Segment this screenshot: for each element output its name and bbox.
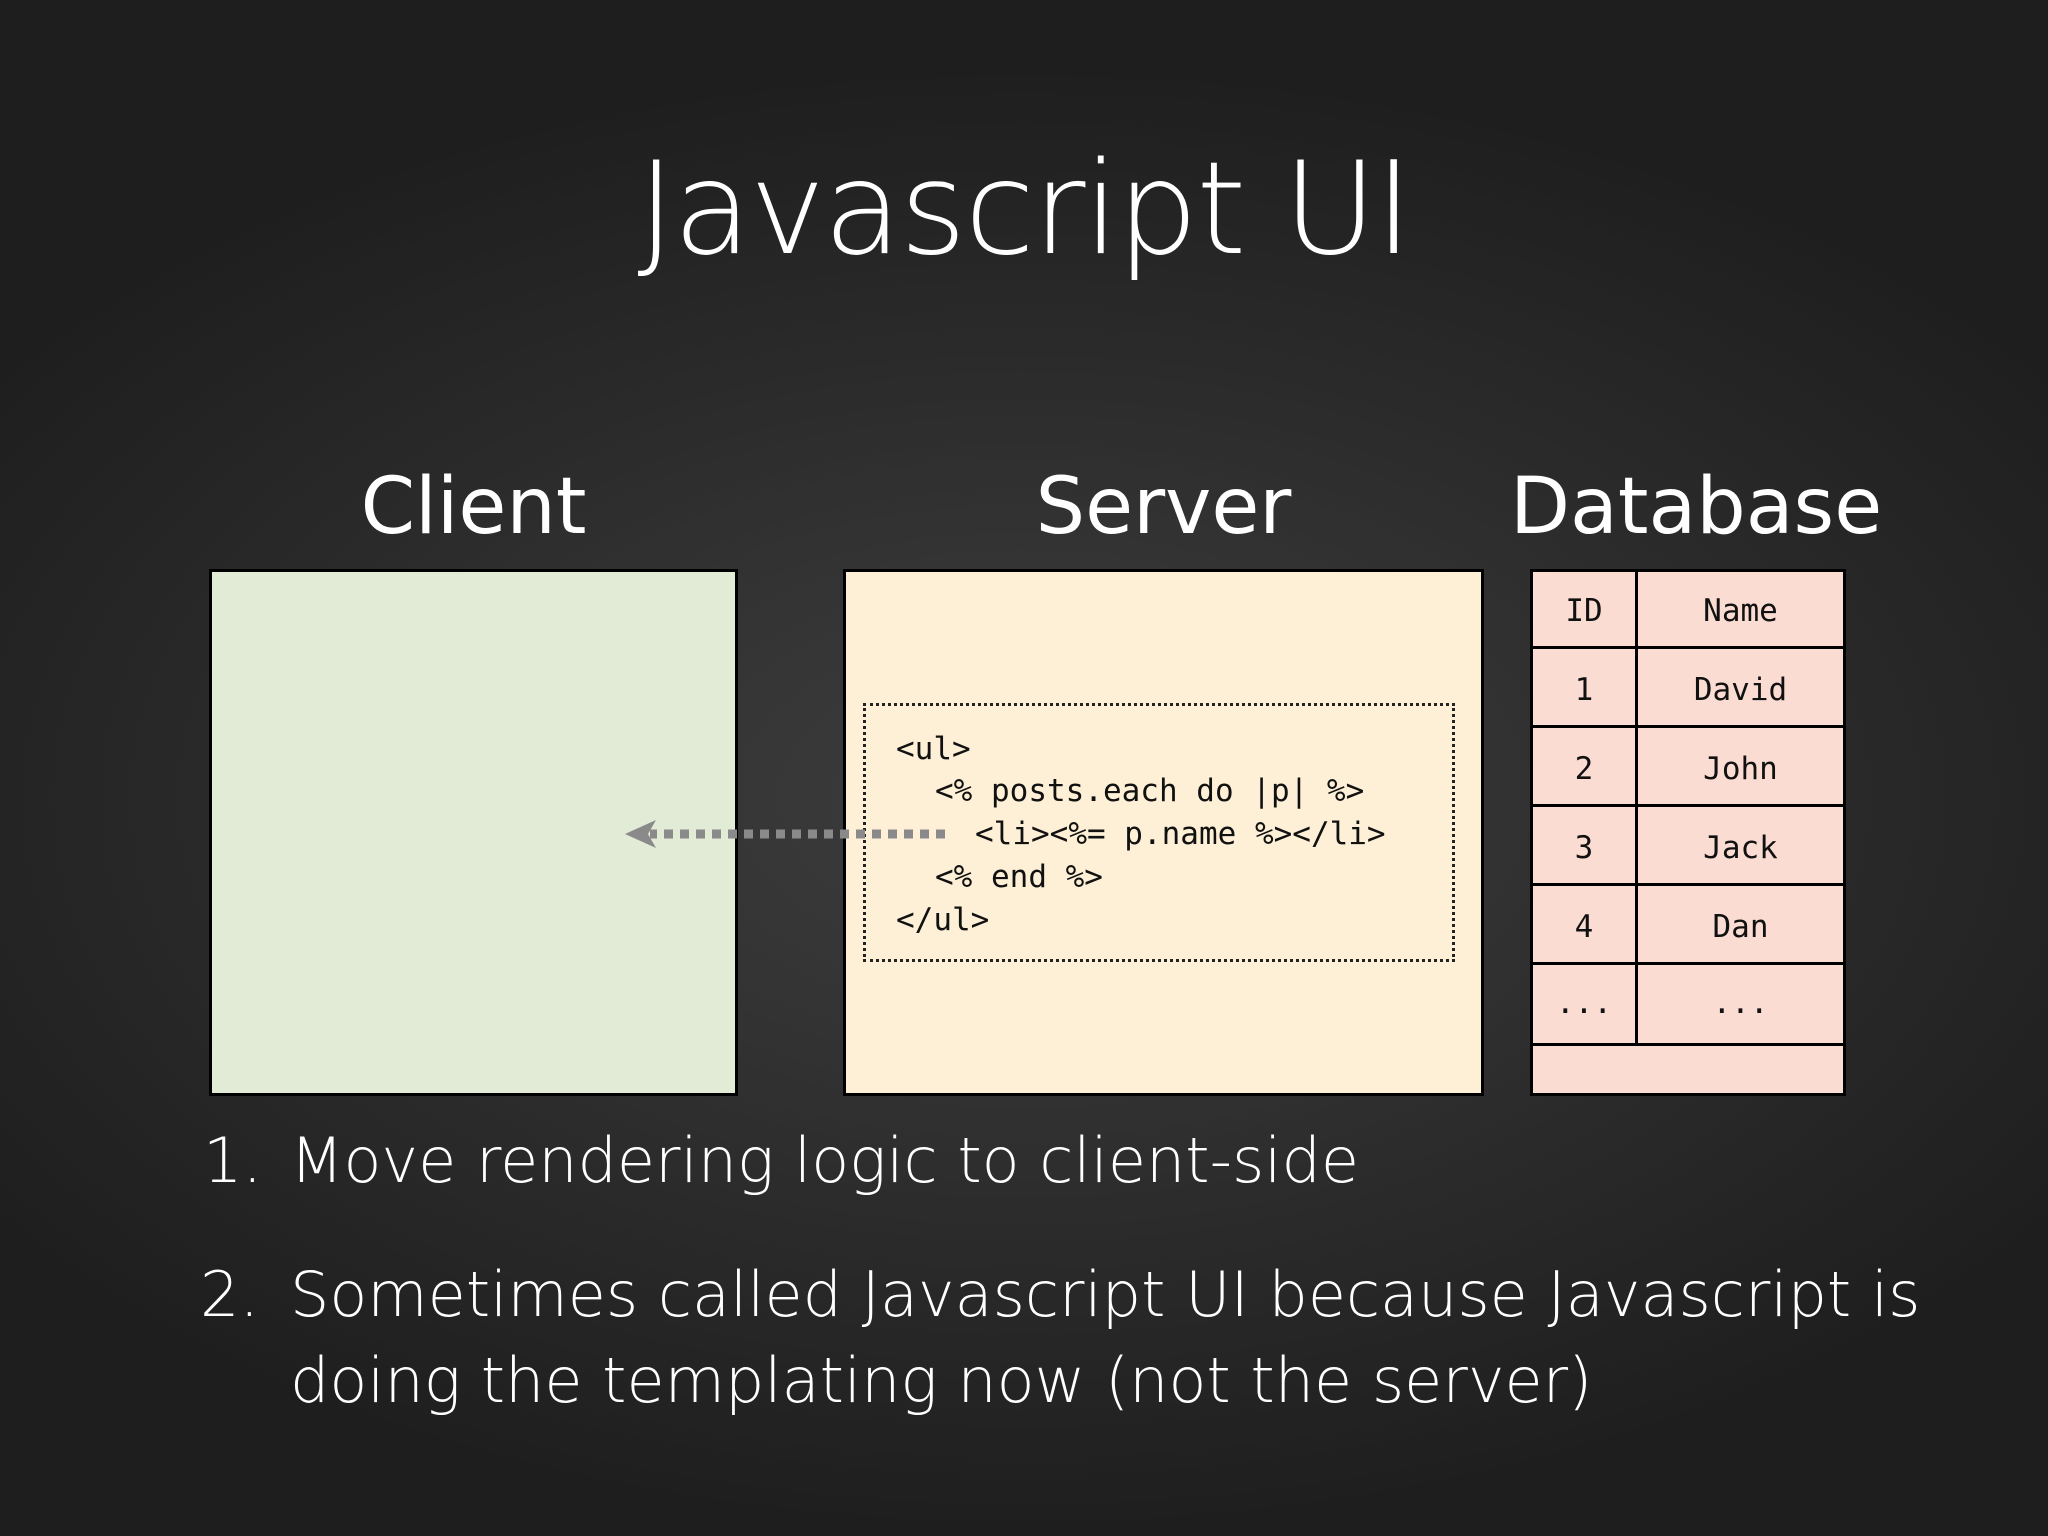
db-cell-name: David xyxy=(1693,672,1788,708)
db-cell-name: John xyxy=(1703,751,1778,787)
point-text: Move rendering logic to client-side xyxy=(290,1124,1359,1197)
db-cell-name: Dan xyxy=(1712,909,1769,945)
point-text: doing the templating now (not the server… xyxy=(290,1344,1593,1417)
point-text: Sometimes called Javascript UI because J… xyxy=(290,1258,1921,1331)
db-cell-name: ... xyxy=(1712,985,1769,1021)
db-cell-id: 3 xyxy=(1574,830,1594,866)
db-cell-id: ... xyxy=(1556,985,1612,1021)
db-cell-id: 1 xyxy=(1574,672,1594,708)
dotted-arrow-to-client xyxy=(625,820,945,848)
template-line: <ul> xyxy=(896,731,971,767)
point-number: 2. xyxy=(200,1258,260,1331)
arrow-head xyxy=(625,820,656,848)
template-line: <% posts.each do |p| %> xyxy=(935,773,1365,809)
database-heading: Database xyxy=(1510,462,1883,552)
database-column-divider xyxy=(1635,569,1638,1046)
database-row-divider xyxy=(1530,725,1846,728)
point-number: 1. xyxy=(203,1124,263,1197)
db-header-id: ID xyxy=(1565,593,1603,629)
template-line: <% end %> xyxy=(935,859,1103,895)
database-row-divider xyxy=(1530,883,1846,886)
database-table xyxy=(1530,569,1846,1096)
database-row-divider xyxy=(1530,962,1846,965)
client-heading: Client xyxy=(360,462,587,552)
template-line: </ul> xyxy=(896,902,990,938)
database-row-divider xyxy=(1530,646,1846,649)
database-row-divider xyxy=(1530,804,1846,807)
database-row-divider xyxy=(1530,1043,1846,1046)
db-cell-id: 2 xyxy=(1574,751,1594,787)
slide-title: Javascript UI xyxy=(637,135,1412,284)
server-heading: Server xyxy=(1035,462,1292,552)
db-cell-id: 4 xyxy=(1574,909,1594,945)
server-box xyxy=(843,569,1484,1096)
db-header-name: Name xyxy=(1703,593,1778,629)
template-line: <li><%= p.name %></li> xyxy=(975,816,1386,852)
client-box xyxy=(209,569,738,1096)
db-cell-name: Jack xyxy=(1703,830,1778,866)
